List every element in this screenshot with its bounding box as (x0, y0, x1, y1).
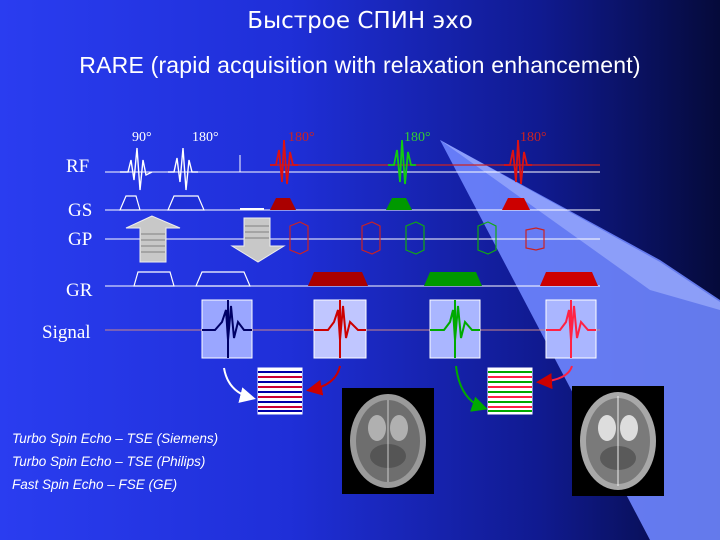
signal-echo-4 (546, 300, 596, 358)
k-space-2-lines (488, 371, 532, 412)
gr-grad-2 (195, 271, 251, 287)
rf-pulse-180-red (270, 139, 298, 185)
row-label-gp: GP (68, 229, 93, 250)
gp-arrow-up (125, 215, 181, 263)
gp-arrow-down (230, 217, 286, 263)
gs-grad-red-2 (502, 198, 530, 210)
brain-image-2 (572, 386, 664, 496)
vendor-philips: Turbo Spin Echo – TSE (Philips) (12, 454, 206, 469)
pulse-label-180-1: 180° (192, 130, 219, 145)
gr-grad-red-2 (540, 272, 598, 286)
gs-grad-2 (167, 195, 205, 211)
gp-arrow-up-lines (141, 233, 165, 253)
pulse-label-180-2: 180° (288, 130, 315, 145)
pulse-label-180-4: 180° (520, 130, 547, 145)
gs-grad-3 (240, 208, 264, 210)
arrow-1 (223, 367, 256, 403)
signal-echo-2 (314, 300, 366, 358)
gs-grad-green (386, 198, 412, 210)
arrow-4 (536, 365, 573, 390)
rf-pulse-180-red-2 (504, 139, 532, 185)
slide-title: Быстрое СПИН эхо (247, 8, 473, 34)
gr-grad-red (308, 272, 368, 286)
arrow-3 (455, 365, 488, 412)
slide-subtitle: RARE (rapid acquisition with relaxation … (79, 52, 641, 78)
brain-image-1 (342, 388, 434, 494)
row-label-signal: Signal (42, 322, 91, 343)
gr-grad-1 (133, 271, 175, 287)
projection-beam-edge (440, 140, 720, 310)
k-space-1-lines (258, 371, 302, 412)
row-label-rf: RF (66, 156, 90, 177)
row-label-gs: GS (68, 200, 93, 221)
arrow-2 (306, 365, 341, 396)
gs-grad-red (270, 198, 296, 210)
row-label-gr: GR (66, 280, 93, 301)
signal-echo-1 (202, 300, 252, 358)
vendor-ge: Fast Spin Echo – FSE (GE) (12, 477, 178, 492)
gp-phase-blocks (289, 221, 545, 255)
rf-pulse-90 (120, 147, 153, 191)
rf-pulse-180-1 (168, 147, 198, 191)
signal-echo-3 (430, 300, 480, 358)
rf-pulse-180-green (388, 139, 416, 185)
vendor-siemens: Turbo Spin Echo – TSE (Siemens) (12, 431, 219, 446)
pulse-label-90: 90° (132, 130, 152, 145)
gp-arrow-down-lines (245, 225, 269, 239)
gs-grad-1 (119, 195, 141, 211)
pulse-label-180-3: 180° (404, 130, 431, 145)
gr-grad-green (424, 272, 482, 286)
